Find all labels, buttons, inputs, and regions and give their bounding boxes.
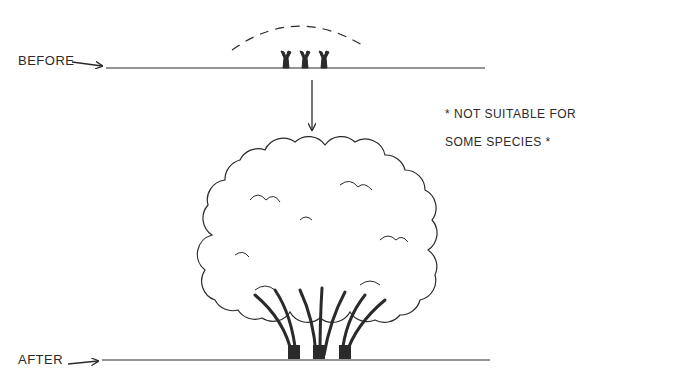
canopy-texture bbox=[235, 181, 408, 290]
tree-canopy bbox=[197, 137, 437, 323]
pointer-arrow bbox=[68, 361, 98, 364]
ground-line bbox=[102, 359, 490, 360]
tree-trunks bbox=[255, 288, 385, 355]
cut-stumps bbox=[281, 51, 329, 68]
pointer-arrow bbox=[72, 62, 102, 66]
note-text: * NOT SUITABLE FOR SOME SPECIES * bbox=[445, 100, 595, 156]
ground-line bbox=[106, 67, 485, 68]
stage-label: AFTER bbox=[18, 352, 63, 367]
growth-arc bbox=[232, 26, 362, 50]
trunk-bases bbox=[288, 345, 351, 359]
transition-arrow bbox=[311, 80, 312, 130]
stage-label: BEFORE bbox=[18, 53, 74, 68]
